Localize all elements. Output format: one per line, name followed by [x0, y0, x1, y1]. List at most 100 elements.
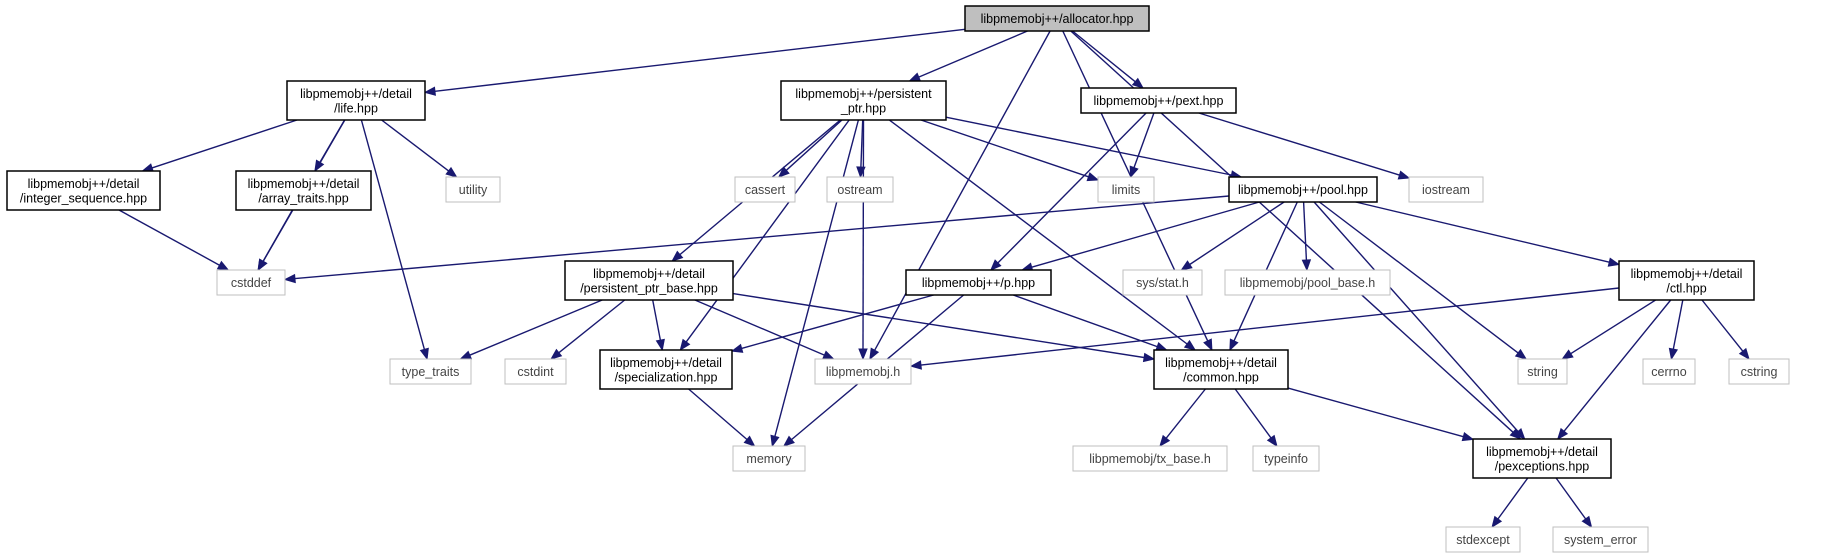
- node-label: libpmemobj++/detail: [1631, 267, 1743, 281]
- node-specialization[interactable]: libpmemobj++/detail/specialization.hpp: [599, 349, 733, 390]
- edge-pool-to-ctl: [1355, 201, 1621, 267]
- node-persistent-ptr-base[interactable]: libpmemobj++/detail/persistent_ptr_base.…: [564, 260, 734, 301]
- node-p[interactable]: libpmemobj++/p.hpp: [905, 269, 1052, 296]
- edge-p-to-common: [1013, 294, 1168, 351]
- node-cstdint[interactable]: cstdint: [504, 358, 567, 385]
- node-box: [1072, 445, 1228, 472]
- edge-ctl-to-cstring: [1701, 299, 1750, 361]
- edge-persistent_ptr_base-to-common: [732, 292, 1156, 363]
- edge-life-to-type_traits: [360, 119, 429, 361]
- edge-ctl-to-string: [1561, 299, 1656, 360]
- node-label: libpmemobj++/pool.hpp: [1238, 183, 1368, 197]
- node-stdexcept[interactable]: stdexcept: [1445, 526, 1521, 553]
- edge-pool-to-sys_stat: [1180, 201, 1285, 271]
- node-box: [1408, 176, 1484, 203]
- node-integer-sequence[interactable]: libpmemobj++/detail/integer_sequence.hpp: [6, 170, 161, 211]
- node-box: [732, 445, 806, 472]
- node-box: [564, 260, 734, 301]
- node-label: libpmemobj++/persistent: [795, 87, 932, 101]
- node-label: libpmemobj++/p.hpp: [922, 276, 1035, 290]
- node-cerrno[interactable]: cerrno: [1642, 358, 1696, 385]
- node-cassert[interactable]: cassert: [734, 176, 796, 203]
- node-utility[interactable]: utility: [445, 176, 501, 203]
- edge-p-to-specialization: [730, 294, 934, 353]
- node-label: libpmemobj++/allocator.hpp: [981, 12, 1134, 26]
- node-box: [286, 80, 426, 121]
- node-box: [1517, 358, 1568, 385]
- edge-persistent_ptr-to-libpmemobj_h: [858, 119, 868, 361]
- node-label: stdexcept: [1456, 533, 1510, 547]
- edge-ctl-to-libpmemobj_h: [909, 287, 1620, 370]
- node-label: /common.hpp: [1183, 370, 1259, 384]
- node-label: /integer_sequence.hpp: [20, 191, 147, 205]
- node-box: [1097, 176, 1155, 203]
- edge-allocator-to-persistent_ptr: [908, 30, 1028, 82]
- node-type-traits[interactable]: type_traits: [389, 358, 472, 385]
- node-box: [734, 176, 796, 203]
- node-box: [826, 176, 894, 203]
- node-cstddef[interactable]: cstddef: [216, 269, 286, 296]
- node-persistent-ptr[interactable]: libpmemobj++/persistent_ptr.hpp: [780, 80, 947, 121]
- node-pext[interactable]: libpmemobj++/pext.hpp: [1080, 87, 1237, 114]
- node-ctl[interactable]: libpmemobj++/detail/ctl.hpp: [1618, 260, 1755, 301]
- node-limits[interactable]: limits: [1097, 176, 1155, 203]
- node-sys-stat[interactable]: sys/stat.h: [1122, 269, 1203, 296]
- node-label: /persistent_ptr_base.hpp: [580, 281, 718, 295]
- node-memory[interactable]: memory: [732, 445, 806, 472]
- node-common[interactable]: libpmemobj++/detail/common.hpp: [1153, 349, 1289, 390]
- node-pexceptions[interactable]: libpmemobj++/detail/pexceptions.hpp: [1472, 438, 1612, 479]
- node-typeinfo[interactable]: typeinfo: [1252, 445, 1320, 472]
- node-label: /ctl.hpp: [1666, 281, 1706, 295]
- node-box: [6, 170, 161, 211]
- node-label: /life.hpp: [334, 101, 378, 115]
- node-string[interactable]: string: [1517, 358, 1568, 385]
- edge-integer_sequence-to-cstddef: [118, 209, 230, 271]
- node-box: [1472, 438, 1612, 479]
- node-pool[interactable]: libpmemobj++/pool.hpp: [1228, 176, 1378, 203]
- edge-persistent_ptr-to-memory: [770, 119, 860, 448]
- node-box: [814, 358, 912, 385]
- edge-pext-to-iostream: [1198, 112, 1411, 180]
- node-label: libpmemobj++/detail: [610, 356, 722, 370]
- node-system-error[interactable]: system_error: [1552, 526, 1649, 553]
- node-box: [599, 349, 733, 390]
- node-box: [1445, 526, 1521, 553]
- edge-pool-to-string: [1318, 201, 1528, 360]
- edge-allocator-to-pext: [1072, 30, 1145, 89]
- node-box: [235, 170, 372, 211]
- edge-life-to-integer_sequence: [141, 119, 298, 173]
- node-label: sys/stat.h: [1136, 276, 1189, 290]
- node-box: [1122, 269, 1203, 296]
- node-box: [389, 358, 472, 385]
- node-allocator[interactable]: libpmemobj++/allocator.hpp: [964, 5, 1150, 32]
- edge-common-to-tx_base: [1159, 388, 1206, 448]
- edge-persistent_ptr_base-to-specialization: [652, 299, 665, 352]
- edge-pexceptions-to-stdexcept: [1491, 477, 1529, 529]
- edge-persistent_ptr_base-to-libpmemobj_h: [694, 299, 835, 360]
- edge-persistent_ptr-to-cassert: [777, 119, 843, 178]
- node-box: [1228, 176, 1378, 203]
- node-label: system_error: [1564, 533, 1637, 547]
- edge-persistent_ptr-to-limits: [920, 119, 1100, 182]
- node-iostream[interactable]: iostream: [1408, 176, 1484, 203]
- node-life[interactable]: libpmemobj++/detail/life.hpp: [286, 80, 426, 121]
- node-box: [1153, 349, 1289, 390]
- node-box: [445, 176, 501, 203]
- node-label: typeinfo: [1264, 452, 1308, 466]
- edge-persistent_ptr_base-to-cstdint: [550, 299, 626, 360]
- node-label: /array_traits.hpp: [258, 191, 348, 205]
- node-libpmemobj-h[interactable]: libpmemobj.h: [814, 358, 912, 385]
- node-label: cstring: [1741, 365, 1778, 379]
- node-label: libpmemobj++/detail: [300, 87, 412, 101]
- node-label: memory: [746, 452, 792, 466]
- node-ostream[interactable]: ostream: [826, 176, 894, 203]
- node-cstring[interactable]: cstring: [1728, 358, 1790, 385]
- node-box: [1224, 269, 1391, 296]
- edge-persistent_ptr-to-common: [888, 119, 1197, 351]
- node-label: ostream: [837, 183, 882, 197]
- node-pool-base[interactable]: libpmemobj/pool_base.h: [1224, 269, 1391, 296]
- edge-allocator-to-life: [423, 28, 966, 96]
- node-tx-base[interactable]: libpmemobj/tx_base.h: [1072, 445, 1228, 472]
- node-label: cerrno: [1651, 365, 1686, 379]
- node-array-traits[interactable]: libpmemobj++/detail/array_traits.hpp: [235, 170, 372, 211]
